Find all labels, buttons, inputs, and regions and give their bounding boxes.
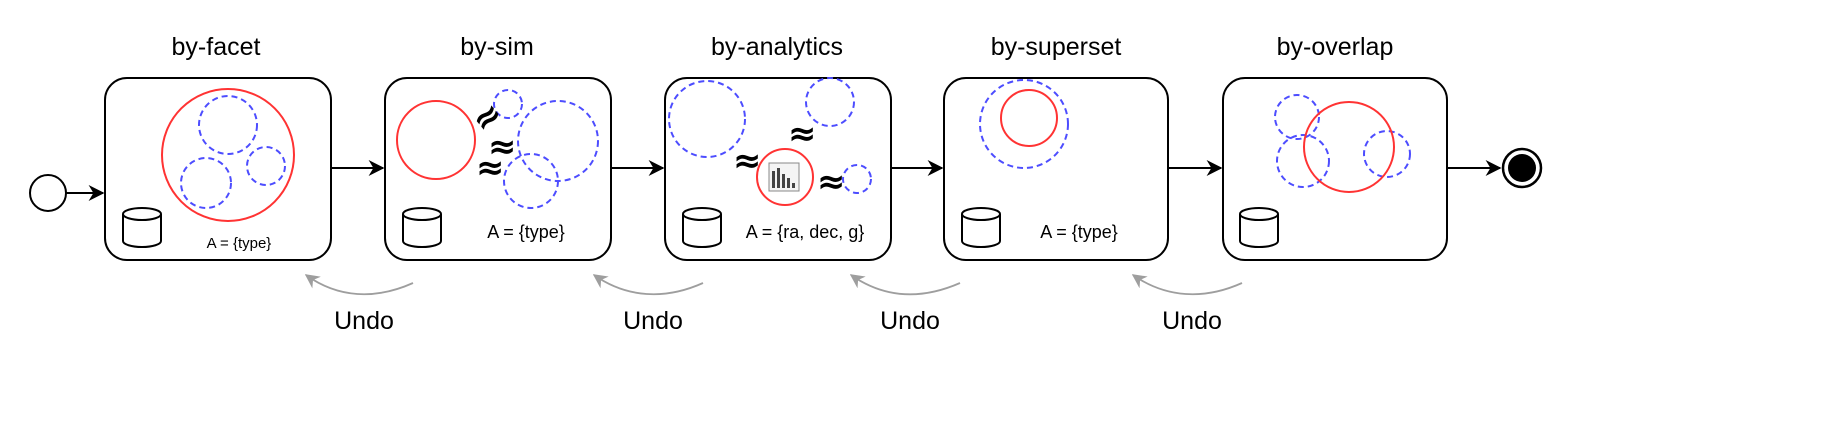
attribute-set-label: A = {type}: [1040, 222, 1118, 242]
similarity-symbol: ≈: [476, 148, 505, 188]
candidate-set-circle: [503, 153, 559, 209]
stage-title: by-overlap: [1277, 33, 1394, 61]
similarity-symbol: ≈: [733, 141, 762, 181]
bar-chart-icon: [768, 162, 800, 192]
undo-label: Undo: [880, 307, 940, 335]
stage-title: by-superset: [991, 33, 1122, 61]
stage-box: [1222, 77, 1448, 261]
stage-by-overlap: by-overlap: [1222, 33, 1448, 261]
database-icon: [682, 207, 722, 248]
similarity-symbol: ≈: [817, 162, 846, 202]
stage-title: by-sim: [460, 33, 534, 61]
candidate-set-circle: [979, 79, 1069, 169]
candidate-set-circle: [668, 80, 746, 158]
result-set-circle: [1000, 89, 1058, 147]
attribute-set-label: A = {type}: [207, 235, 272, 252]
result-set-circle: [1303, 101, 1395, 193]
candidate-set-circle: [493, 89, 523, 119]
candidate-set-circle: [198, 95, 258, 155]
attribute-set-label: A = {type}: [487, 222, 565, 242]
attribute-set-label: A = {ra, dec, g}: [746, 222, 865, 242]
stage-box: [104, 77, 332, 261]
database-icon: [402, 207, 442, 248]
undo-arrow-1: Undo: [304, 274, 414, 335]
end-state-icon: [1501, 147, 1543, 189]
stage-title: by-facet: [172, 33, 261, 61]
undo-arrow-3: Undo: [849, 274, 961, 335]
database-icon: [122, 207, 162, 248]
start-state-icon: [29, 174, 67, 212]
undo-label: Undo: [623, 307, 683, 335]
stage-by-sim: by-sim ≈ ≈ ≈ A = {type}: [384, 33, 612, 261]
result-set-circle: [161, 88, 295, 222]
undo-label: Undo: [334, 307, 394, 335]
candidate-set-circle: [1363, 130, 1411, 178]
database-icon: [1239, 207, 1279, 248]
candidate-set-circle: [1274, 94, 1320, 140]
candidate-set-circle: [180, 157, 232, 209]
result-set-circle: [396, 100, 476, 180]
undo-arrow-4: Undo: [1131, 274, 1243, 335]
similarity-symbol: ≈: [488, 127, 517, 167]
candidate-set-circle: [805, 77, 855, 127]
candidate-set-circle: [842, 164, 872, 194]
stage-by-facet: by-facet A = {type}: [104, 33, 332, 261]
undo-arrow-2: Undo: [592, 274, 704, 335]
similarity-symbol: ≈: [788, 114, 817, 154]
undo-label: Undo: [1162, 307, 1222, 335]
candidate-set-circle: [246, 146, 286, 186]
stage-title: by-analytics: [711, 33, 843, 61]
stage-by-superset: by-superset A = {type}: [943, 33, 1169, 261]
candidate-set-circle: [1276, 134, 1330, 188]
stage-by-analytics: by-analytics ≈ ≈ ≈ A = {ra, dec, g}: [664, 33, 892, 261]
database-icon: [961, 207, 1001, 248]
